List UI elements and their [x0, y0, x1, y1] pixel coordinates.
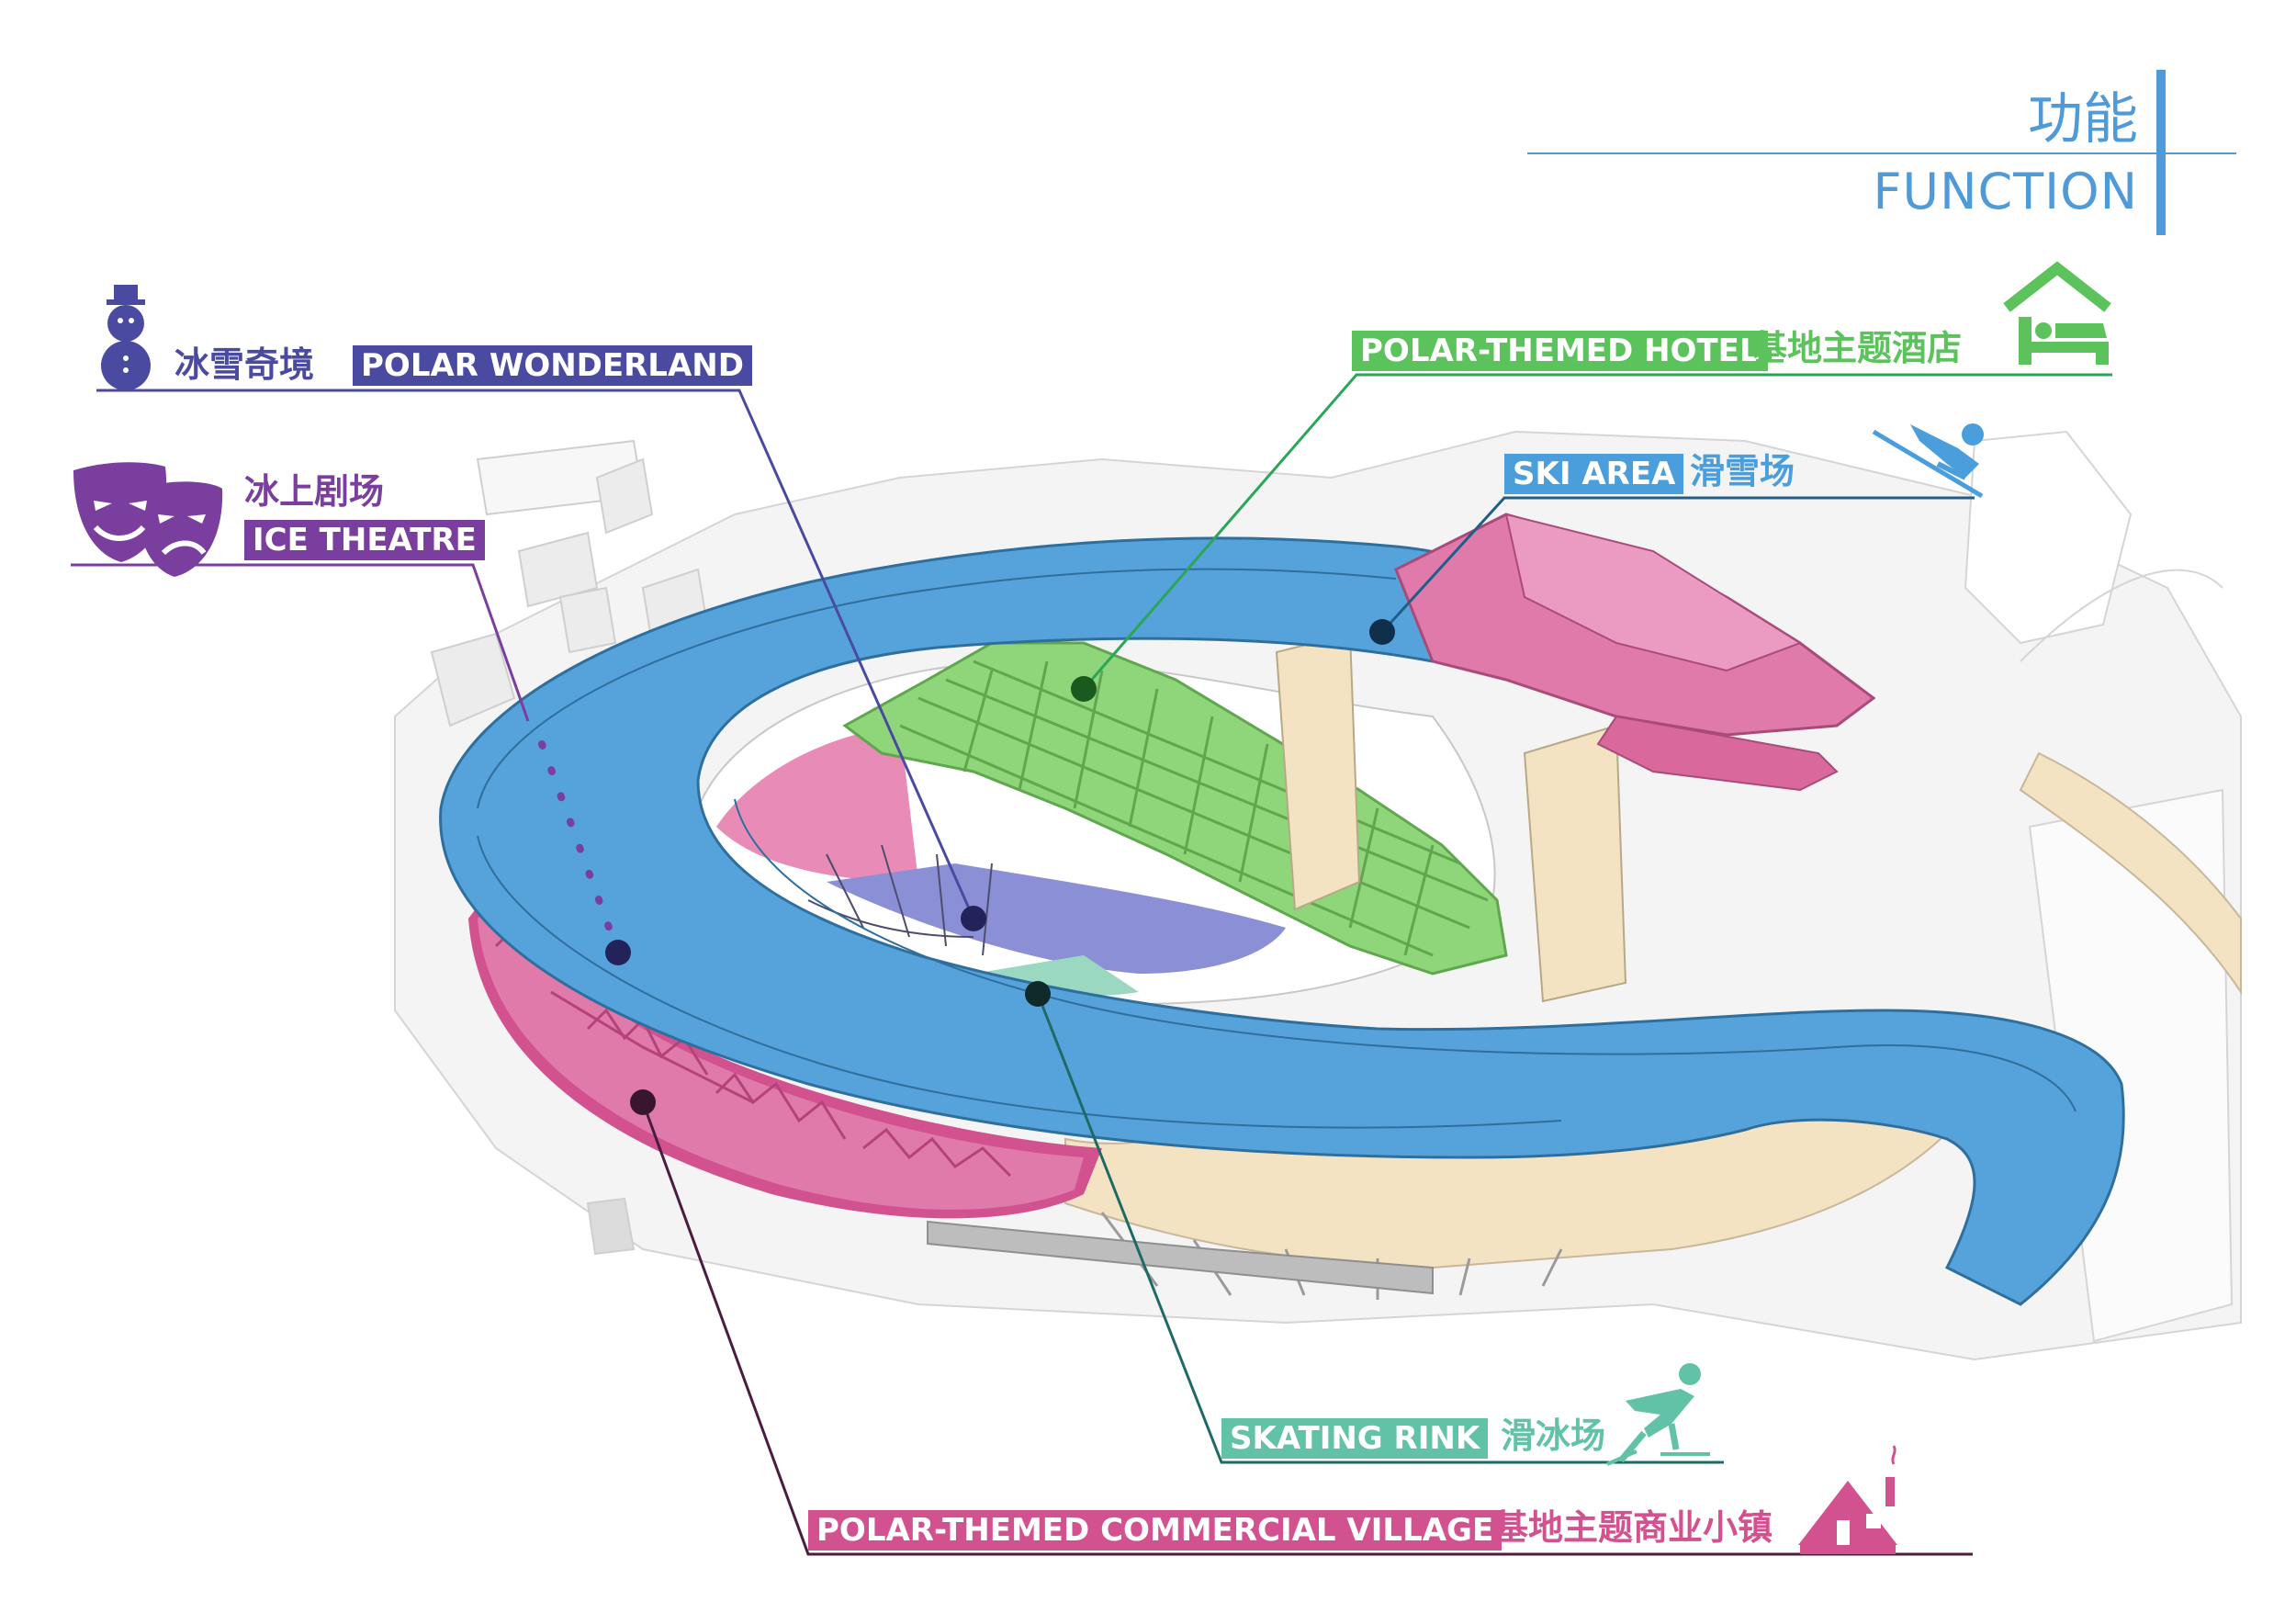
hotel-grid	[899, 660, 1489, 957]
skater-icon	[1606, 1363, 1710, 1466]
skating-rink-cn: 滑冰场	[1501, 1415, 1606, 1456]
polar-wonderland-en: POLAR WONDERLAND	[353, 345, 752, 386]
house-roof-icon	[2003, 261, 2111, 312]
dot-polar-wonderland	[961, 906, 986, 931]
polar-wonderland-cn: 冰雪奇境	[174, 344, 315, 385]
dot-skating-rink	[1025, 981, 1051, 1007]
hotel-en: POLAR-THEMED HOTEL	[1352, 331, 1768, 371]
interior-structure	[807, 844, 993, 956]
ski-area-cn: 滑雪场	[1690, 451, 1795, 491]
ice-theatre-cn: 冰上剧场	[244, 471, 385, 512]
header-title-en: FUNCTION	[1873, 163, 2138, 220]
village-base	[468, 882, 1102, 1219]
skier-icon	[1872, 423, 1984, 499]
dot-commercial-village	[630, 1089, 656, 1115]
leader-ice-theatre	[71, 563, 530, 722]
leader-lines	[71, 373, 2112, 1556]
commercial-village-en: POLAR-THEMED COMMERCIAL VILLAGE	[808, 1510, 1503, 1551]
hotel-cn: 基地主题酒店	[1752, 328, 1963, 368]
leader-ski-area	[1380, 496, 1975, 634]
ice-theatre-en: ICE THEATRE	[244, 520, 485, 560]
leader-skating-rink	[1036, 993, 1724, 1464]
leader-commercial-village	[641, 1101, 1973, 1556]
theatre-mask-icon	[73, 462, 223, 577]
village-facade	[478, 891, 1084, 1210]
leader-hotel	[1082, 373, 2112, 690]
lower-deck	[927, 1220, 1434, 1295]
cream-ramp	[2019, 751, 2242, 996]
cottage-icon	[1798, 1445, 1897, 1554]
snowman-icon	[101, 285, 151, 390]
inner-pink-shops	[716, 726, 918, 882]
hotel-tower-roof	[1504, 513, 1803, 672]
skating-rink-en: SKATING RINK	[1221, 1418, 1489, 1459]
leader-polar-wonderland	[96, 389, 975, 919]
ski-track-outer-line	[477, 835, 1562, 1129]
dot-ice-theatre	[605, 940, 631, 965]
hotel-terraces	[842, 641, 1508, 976]
bed-icon	[2019, 317, 2109, 365]
hotel-tower-deck	[1596, 715, 1839, 792]
leader-dots	[605, 619, 1395, 1115]
leader-ice-theatre-dots	[538, 740, 622, 956]
header-bar	[2156, 70, 2166, 235]
ski-track-line	[477, 568, 1397, 809]
ski-track-inner-line	[734, 798, 2077, 1112]
commercial-village-cn: 基地主题商业小镇	[1493, 1507, 1773, 1548]
dot-ski-area	[1369, 619, 1395, 645]
header-title-cn: 功能	[2028, 87, 2138, 152]
ski-area-en: SKI AREA	[1504, 454, 1684, 494]
dot-hotel	[1071, 676, 1097, 702]
tower-pillar-right	[1523, 724, 1627, 1003]
